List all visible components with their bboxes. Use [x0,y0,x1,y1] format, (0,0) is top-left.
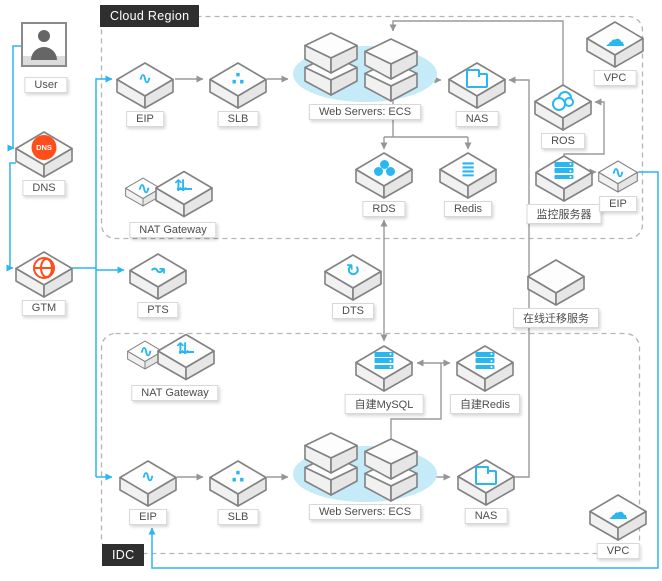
server-box-icon [304,32,358,74]
node-label: DTS [332,303,374,319]
server-box-icon [364,438,418,480]
node-label: SLB [217,111,259,127]
node-label: GTM [21,300,67,316]
nat-gateway-icon [174,177,194,199]
server-stack-icon [475,352,495,373]
folder-icon [465,69,488,88]
node-label: ROS [541,133,585,149]
node-label: EIP [599,196,637,212]
node-label: NAS [455,111,499,127]
cloud-icon [608,501,628,525]
eip-icon [137,179,151,199]
idc-region-border [100,332,641,555]
cloud-region-border [100,15,644,240]
sync-arrow-icon [346,261,360,281]
eip-icon [611,163,625,183]
node-label: Redis [443,201,493,217]
slb-icon [231,467,244,489]
server-box-icon [304,432,358,474]
node-label: EIP [126,111,164,127]
node-label: User [24,77,68,93]
node-label: 监控服务器 [526,204,602,224]
node-label: 自建MySQL [344,394,424,414]
node-label: SLB [217,509,259,525]
nat-gateway-icon [176,340,196,362]
server-box-icon [364,38,418,80]
eip-icon [138,69,152,89]
node-label: NAT Gateway [129,222,217,238]
node-label: VPC [593,70,637,86]
node-label: NAS [464,508,508,524]
node-label: EIP [129,509,167,525]
node-label: 自建Redis [449,394,521,414]
ros-rings-icon [551,91,575,111]
region-label-cloud-region: Cloud Region [100,5,200,27]
node-label: NAT Gateway [131,385,219,401]
slb-icon [231,69,244,91]
user-icon [38,30,50,42]
chart-arrow-icon [151,260,165,280]
folder-icon [474,466,497,485]
cyan-edges [6,45,659,569]
user-avatar [21,22,67,67]
server-stack-icon [374,352,394,373]
layers-icon [460,159,475,180]
eip-icon [139,342,153,362]
node-label: PTS [137,302,179,318]
node-label: 在线迁移服务 [513,308,599,328]
server-stack-icon [554,162,574,183]
eip-icon [141,467,155,487]
cloud-icon [605,28,625,52]
node-label: VPC [596,543,640,559]
node-label: Web Servers: ECS [308,104,422,120]
globe-icon [33,257,55,279]
database-icon [373,160,395,178]
node-label: Web Servers: ECS [308,504,422,520]
region-label-idc: IDC [102,544,145,566]
dns-icon: DNS [31,135,57,160]
node-label: RDS [362,201,406,217]
node-label: DNS [22,180,66,196]
